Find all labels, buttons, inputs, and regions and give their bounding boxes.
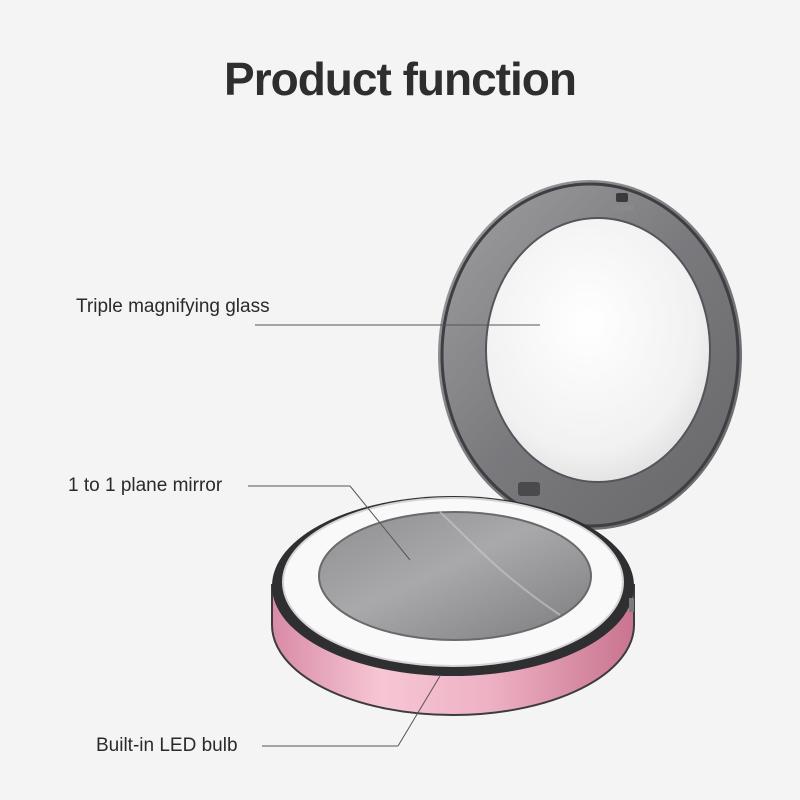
magnifying-mirror	[485, 217, 711, 483]
callout-plane-mirror: 1 to 1 plane mirror	[68, 475, 223, 496]
callout-triple-magnifying: Triple magnifying glass	[76, 296, 270, 317]
plane-mirror	[318, 511, 592, 641]
leader-led-d	[397, 675, 441, 747]
leader-plane-d	[349, 485, 411, 561]
base	[271, 496, 635, 716]
callout-led-bulb: Built-in LED bulb	[96, 735, 238, 756]
page-title: Product function	[224, 53, 577, 105]
lid-latch	[616, 193, 628, 202]
hinge	[518, 482, 540, 496]
lid	[438, 180, 742, 530]
